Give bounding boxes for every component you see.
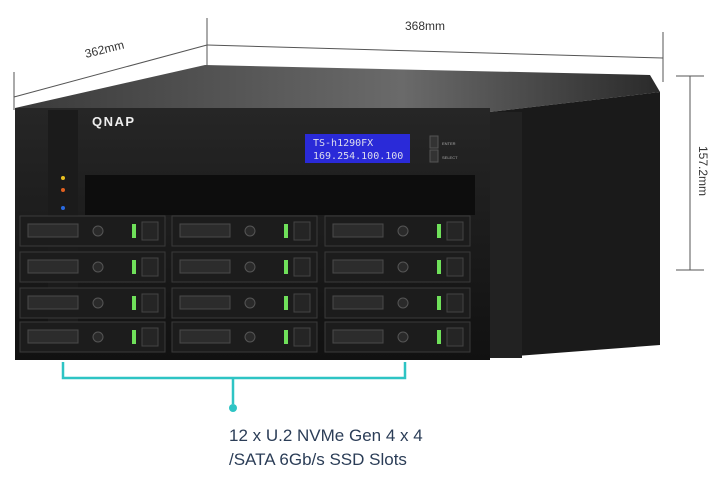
drive-tray[interactable] (19, 215, 166, 247)
drive-tray[interactable] (324, 321, 471, 353)
drive-led (132, 224, 136, 238)
drive-led (437, 224, 441, 238)
enter-label: ENTER (442, 141, 456, 146)
brand-logo: QNAP (92, 114, 136, 129)
select-button[interactable] (429, 149, 439, 163)
svg-text:TS-h1290FX: TS-h1290FX (313, 138, 373, 149)
drive-tray[interactable] (324, 251, 471, 283)
caption-line-2: /SATA 6Gb/s SSD Slots (229, 450, 407, 469)
drive-led (437, 296, 441, 310)
drive-tray[interactable] (324, 215, 471, 247)
drive-led (284, 296, 288, 310)
drive-tray[interactable] (171, 251, 318, 283)
height-label: 157.2mm (696, 146, 710, 196)
drive-tray[interactable] (171, 321, 318, 353)
drive-led (132, 330, 136, 344)
drive-led (132, 296, 136, 310)
svg-text:169.254.100.100: 169.254.100.100 (313, 151, 403, 162)
drive-led (437, 260, 441, 274)
select-label: SELECT (442, 155, 458, 160)
drive-led (284, 260, 288, 274)
depth-label: 362mm (83, 38, 125, 61)
dimension-height (676, 75, 704, 271)
drive-tray[interactable] (171, 215, 318, 247)
dimension-width (206, 32, 664, 82)
bracket-dot (229, 404, 237, 412)
lcd-display: TS-h1290FX 169.254.100.100 (305, 134, 410, 163)
drive-bays (19, 215, 471, 353)
width-label: 368mm (405, 19, 445, 33)
drive-led (284, 330, 288, 344)
caption-line-1: 12 x U.2 NVMe Gen 4 x 4 (229, 426, 423, 445)
drive-tray[interactable] (324, 287, 471, 319)
dimension-depth (13, 18, 208, 110)
drive-led (437, 330, 441, 344)
drive-tray[interactable] (19, 321, 166, 353)
enter-button[interactable] (429, 135, 439, 149)
bays-bracket (61, 362, 407, 404)
drive-tray[interactable] (171, 287, 318, 319)
drive-tray[interactable] (19, 251, 166, 283)
bays-caption: 12 x U.2 NVMe Gen 4 x 4 /SATA 6Gb/s SSD … (229, 424, 423, 472)
drive-tray[interactable] (19, 287, 166, 319)
drive-led (284, 224, 288, 238)
drive-led (132, 260, 136, 274)
